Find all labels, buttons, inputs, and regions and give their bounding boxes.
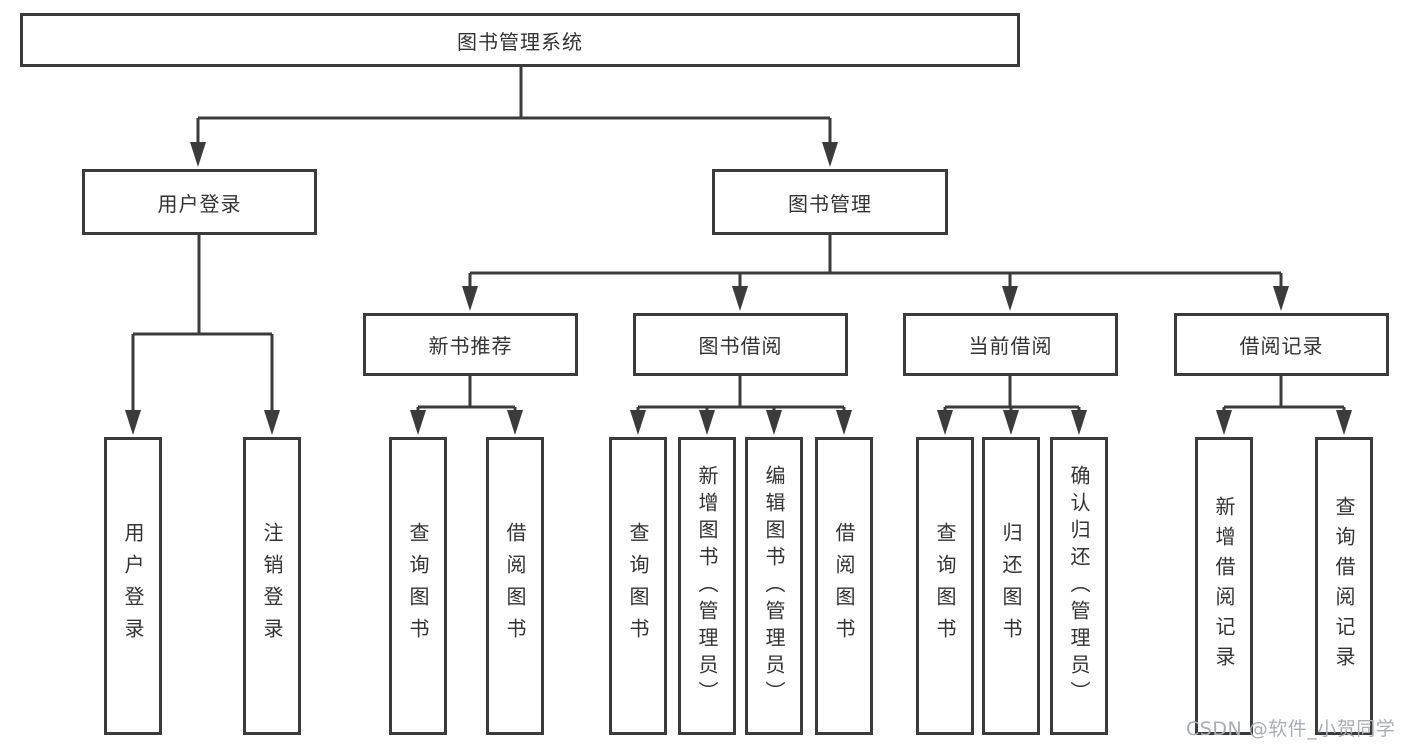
arrowheads bbox=[125, 142, 1352, 435]
arrowhead bbox=[507, 410, 523, 435]
edge-new-book-children bbox=[416, 376, 517, 416]
arrowhead bbox=[1002, 286, 1018, 311]
edge-book-mgmt-children bbox=[468, 235, 1283, 292]
arrowhead bbox=[1273, 286, 1289, 311]
arrowhead bbox=[1336, 410, 1352, 435]
csdn-watermark: CSDN @软件_小贺同学 bbox=[1186, 718, 1396, 740]
arrowhead bbox=[410, 410, 426, 435]
arrowhead bbox=[766, 410, 782, 435]
arrowhead bbox=[732, 286, 748, 311]
arrowhead bbox=[125, 410, 141, 435]
node-root-system: 图书管理系统 bbox=[20, 13, 1020, 67]
arrowhead bbox=[822, 142, 838, 167]
arrowhead bbox=[836, 410, 852, 435]
leaf-return-book: 归还图书 bbox=[982, 437, 1040, 735]
leaf-borrow-book-borrowing: 借阅图书 bbox=[815, 437, 873, 735]
node-new-book-recommend: 新书推荐 bbox=[363, 313, 578, 376]
leaf-query-book-current: 查询图书 bbox=[916, 437, 974, 735]
leaf-user-login: 用户登录 bbox=[104, 437, 162, 735]
arrowhead bbox=[1003, 410, 1019, 435]
node-book-management: 图书管理 bbox=[712, 169, 948, 235]
arrowhead bbox=[190, 142, 206, 167]
edge-borrow-records-children bbox=[1222, 376, 1346, 416]
leaf-query-book-borrowing: 查询图书 bbox=[609, 437, 667, 735]
node-user-login: 用户登录 bbox=[82, 169, 317, 235]
leaf-add-book-admin: 新增图书（管理员） bbox=[678, 437, 736, 735]
node-current-borrowing: 当前借阅 bbox=[903, 313, 1118, 376]
arrowhead bbox=[699, 410, 715, 435]
node-borrow-records: 借阅记录 bbox=[1174, 313, 1389, 376]
arrowhead bbox=[1216, 410, 1232, 435]
leaf-confirm-return-admin: 确认归还（管理员） bbox=[1050, 437, 1108, 735]
leaf-logout: 注销登录 bbox=[243, 437, 301, 735]
edge-book-borrow-children bbox=[636, 376, 846, 416]
arrowhead bbox=[264, 410, 280, 435]
arrowhead bbox=[1071, 410, 1087, 435]
leaf-query-borrow-record: 查询借阅记录 bbox=[1315, 437, 1373, 735]
edge-user-login-children bbox=[131, 235, 274, 416]
arrowhead bbox=[937, 410, 953, 435]
leaf-query-book-recommend: 查询图书 bbox=[389, 437, 447, 735]
leaf-add-borrow-record: 新增借阅记录 bbox=[1195, 437, 1253, 735]
edge-root-to-level1 bbox=[196, 67, 832, 150]
arrowhead bbox=[462, 286, 478, 311]
arrowhead bbox=[630, 410, 646, 435]
leaf-borrow-book-recommend: 借阅图书 bbox=[486, 437, 544, 735]
node-book-borrowing: 图书借阅 bbox=[633, 313, 848, 376]
leaf-edit-book-admin: 编辑图书（管理员） bbox=[745, 437, 803, 735]
